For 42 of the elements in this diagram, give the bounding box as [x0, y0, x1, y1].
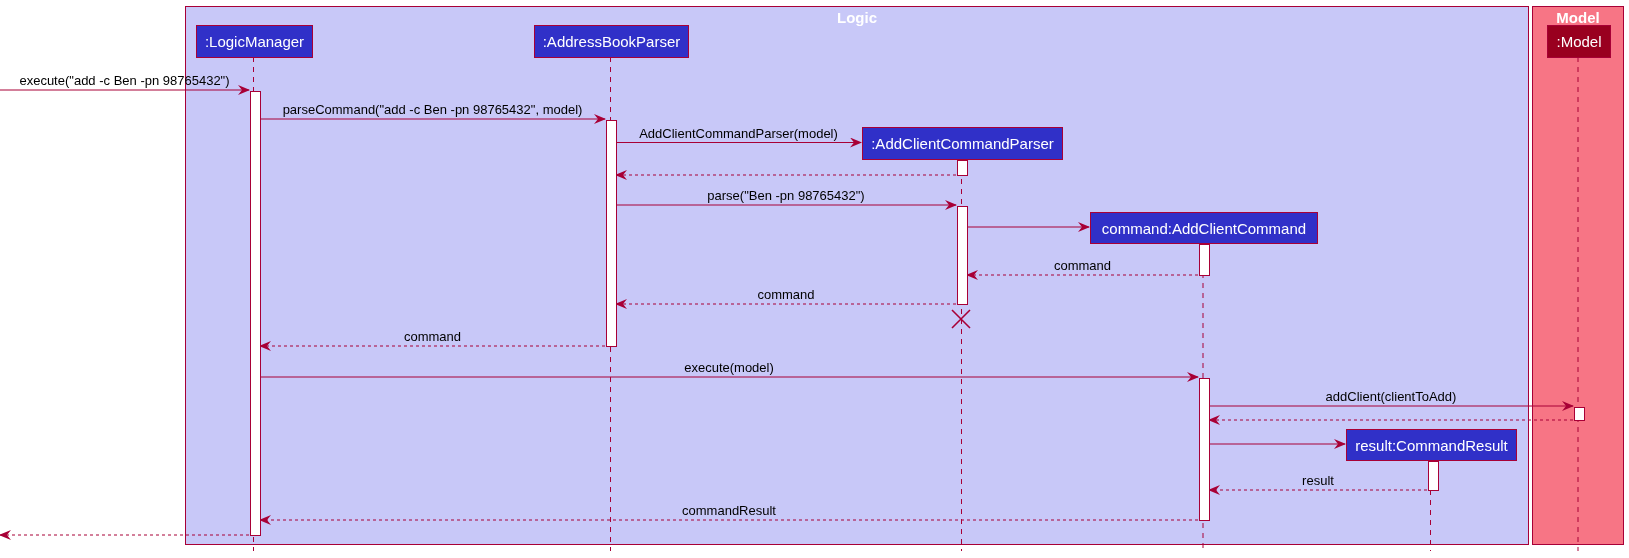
- activation-bar: [250, 91, 261, 536]
- participant-box: :LogicManager: [196, 25, 313, 58]
- message-arrow: [966, 222, 1090, 232]
- message-label: result: [1302, 473, 1334, 488]
- message-label: AddClientCommandParser(model): [639, 125, 838, 141]
- message-arrow: [615, 200, 957, 210]
- message-label: commandResult: [682, 503, 776, 518]
- message-arrow: [1208, 415, 1574, 425]
- participant-box: :AddClientCommandParser: [862, 127, 1063, 160]
- boundary-band: [1532, 6, 1624, 545]
- message-label: execute(model): [684, 360, 774, 375]
- message-label: command: [1053, 258, 1112, 273]
- message-arrow: [259, 114, 606, 124]
- activation-bar: [957, 206, 968, 305]
- message-label: parse("Ben -pn 98765432"): [707, 188, 865, 203]
- message-arrow: [1208, 439, 1346, 449]
- message-label: addClient(clientToAdd): [1325, 389, 1457, 404]
- message-label: parseCommand("add -c Ben -pn 98765432", model): [282, 102, 583, 117]
- message-label: command: [403, 329, 462, 344]
- message-arrow: [259, 341, 606, 351]
- message-arrow: [615, 299, 957, 309]
- message-arrow: [259, 372, 1199, 382]
- message-arrow: [966, 270, 1199, 280]
- participant-box: :AddressBookParser: [534, 25, 689, 58]
- message-arrow: [615, 170, 957, 180]
- activation-bar: [1199, 378, 1210, 521]
- message-label: command: [757, 287, 815, 302]
- message-arrow: [1208, 485, 1428, 495]
- activation-bar: [1574, 407, 1585, 421]
- activation-bar: [957, 160, 968, 176]
- participant-box: :Model: [1547, 25, 1611, 58]
- band-title: Model: [1555, 9, 1601, 26]
- activation-bar: [1199, 244, 1210, 276]
- message-arrow: [1208, 401, 1574, 411]
- message-arrow: [259, 515, 1199, 525]
- activation-bar: [606, 120, 617, 347]
- participant-box: command:AddClientCommand: [1090, 212, 1318, 244]
- message-arrow: [0, 530, 250, 540]
- message-arrow: [615, 137, 862, 148]
- activation-bar: [1428, 461, 1439, 491]
- participant-box: result:CommandResult: [1346, 429, 1517, 461]
- message-arrow: [0, 85, 250, 95]
